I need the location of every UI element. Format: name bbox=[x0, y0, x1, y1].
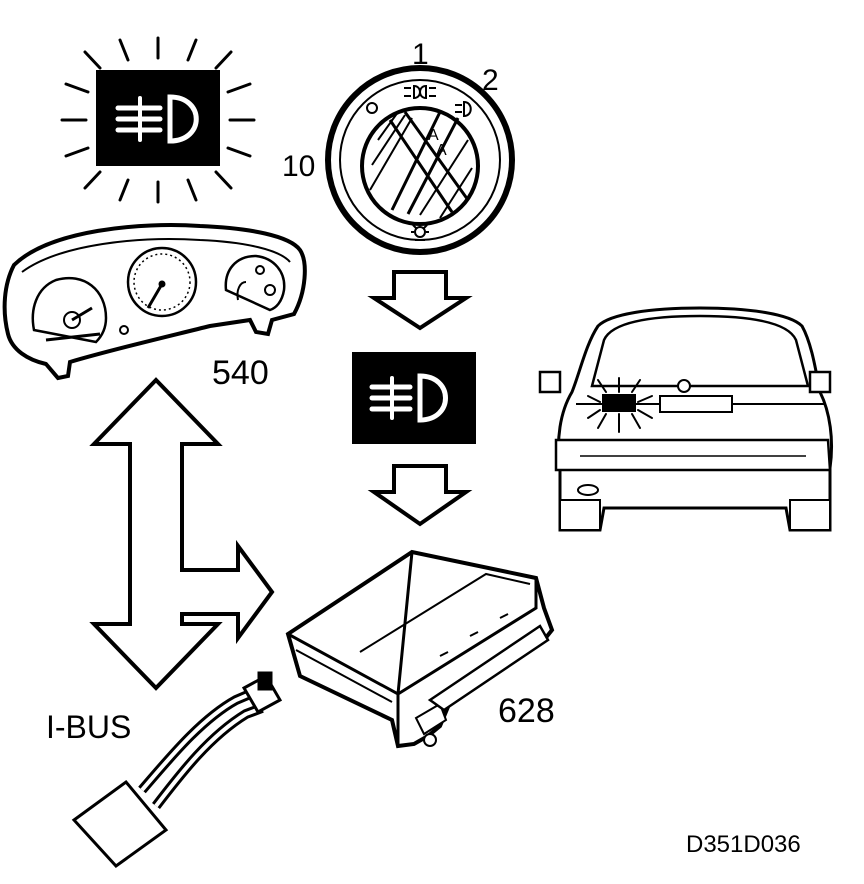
parking-light-icon bbox=[404, 84, 436, 100]
car-rear bbox=[538, 306, 834, 532]
i-bus-connector bbox=[71, 671, 283, 868]
control-module bbox=[285, 549, 555, 749]
lit-warning-lamp bbox=[60, 36, 256, 204]
switch-position-1: 1 bbox=[412, 38, 429, 71]
lit-rear-fog-lamp bbox=[587, 377, 653, 433]
rear-fog-lamp-icon bbox=[369, 373, 448, 423]
fog-lamp-indicator bbox=[352, 352, 476, 444]
instrument-cluster bbox=[2, 223, 307, 381]
knob-grip bbox=[388, 111, 470, 215]
headlight-icon bbox=[455, 100, 472, 118]
svg-text:A: A bbox=[436, 142, 447, 159]
label-i-bus: I-BUS bbox=[46, 709, 131, 745]
label-control-module: 628 bbox=[498, 692, 555, 730]
bus-communication-arrow bbox=[89, 377, 275, 691]
svg-text:A: A bbox=[428, 127, 439, 144]
switch-off-icon bbox=[366, 102, 378, 114]
light-switch: A A bbox=[325, 65, 515, 255]
rear-fog-lamp-icon bbox=[115, 94, 199, 144]
interior-light-icon bbox=[411, 222, 429, 241]
switch-position-10: 10 bbox=[282, 150, 315, 183]
knob-hatching bbox=[369, 111, 473, 219]
label-instrument-cluster: 540 bbox=[212, 354, 269, 392]
down-arrow-lower bbox=[367, 464, 473, 527]
down-arrow-upper bbox=[367, 270, 473, 331]
switch-position-2: 2 bbox=[482, 64, 499, 97]
figure-code: D351D036 bbox=[686, 831, 801, 858]
light-rays bbox=[60, 36, 256, 204]
